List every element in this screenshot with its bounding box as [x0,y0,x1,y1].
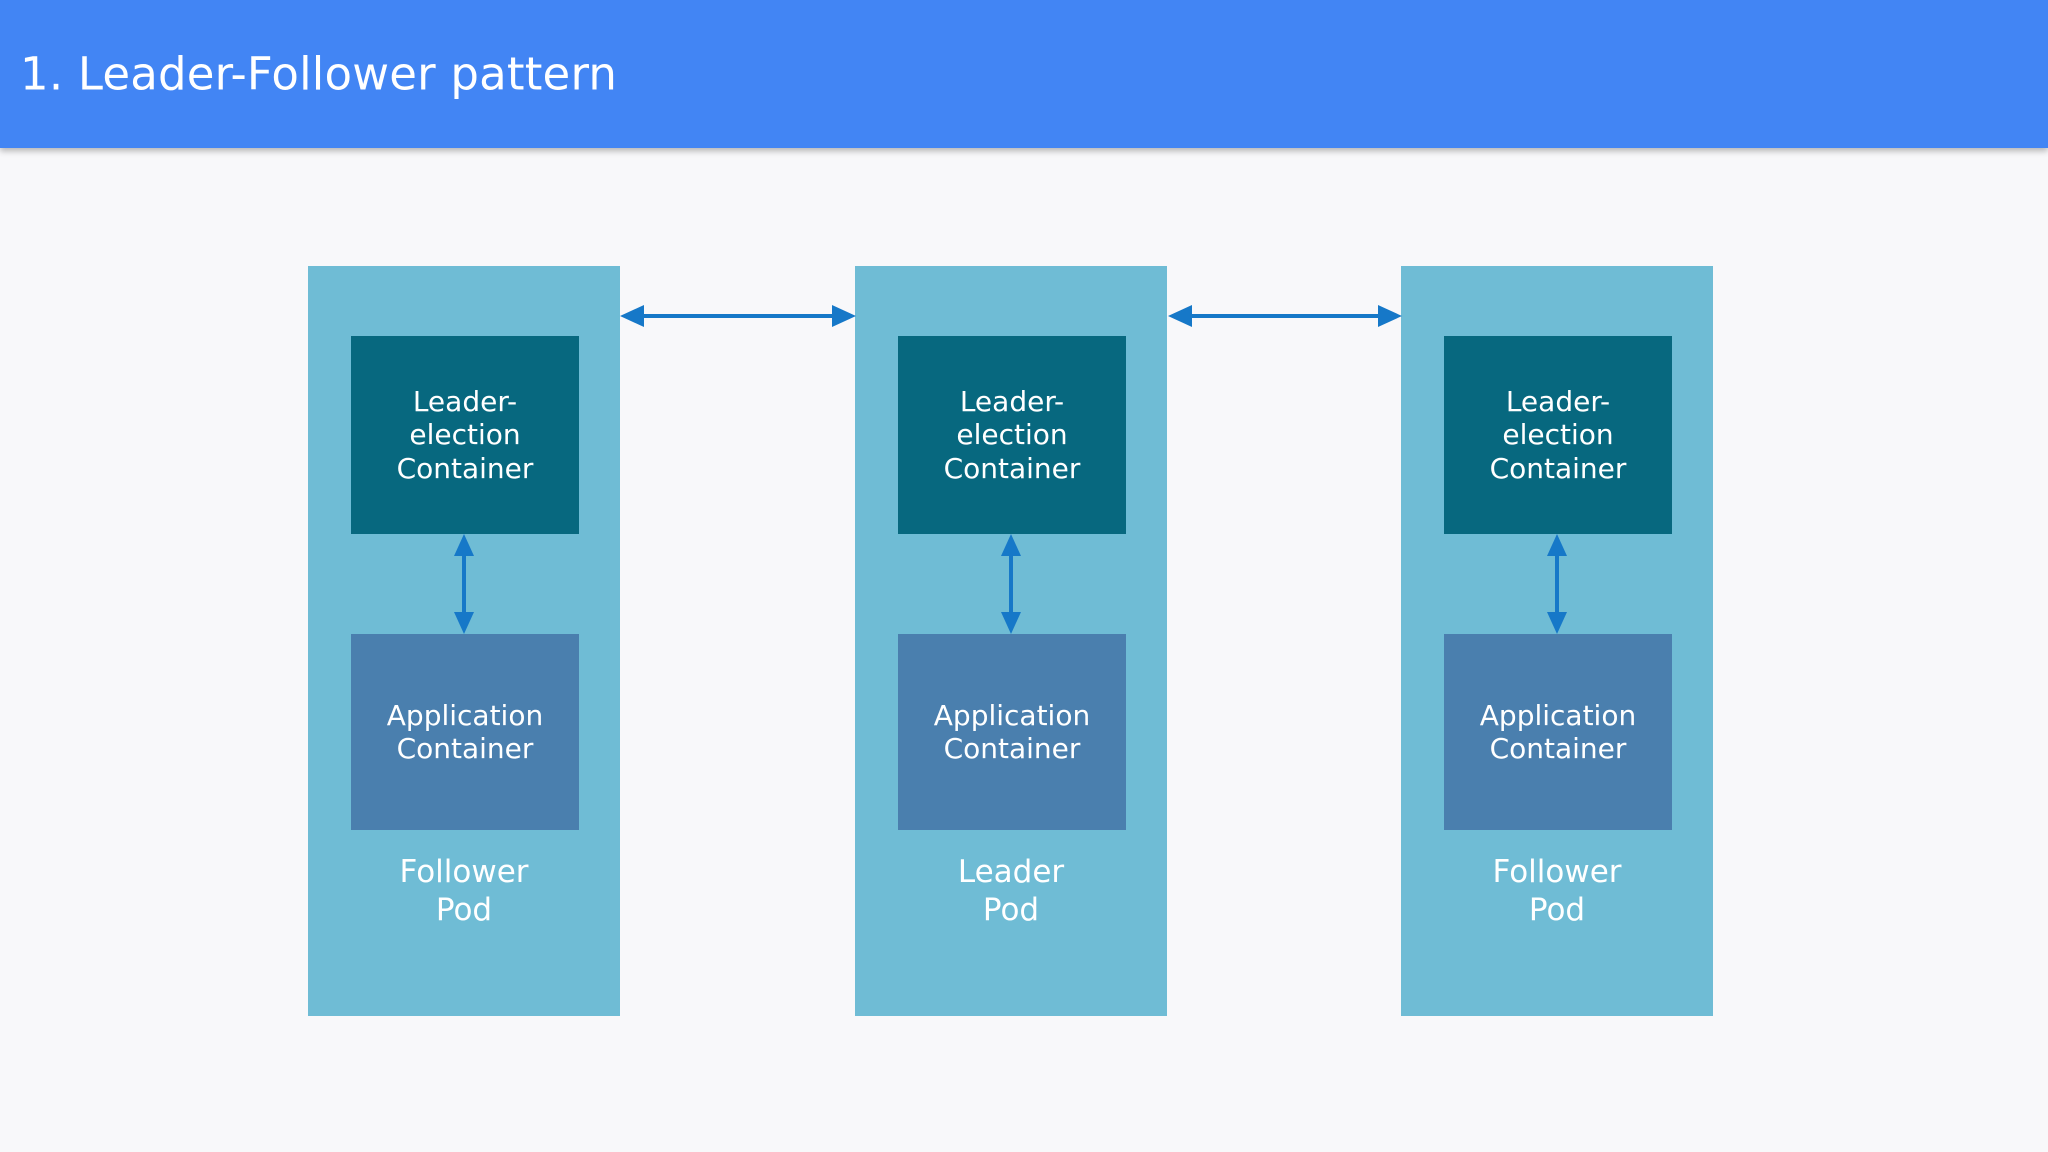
application-container-box[interactable]: Application Container [898,634,1126,830]
application-container-label: Application Container [928,699,1096,765]
pod-role-label: Follower Pod [308,854,620,930]
header-banner: 1. Leader-Follower pattern [0,0,2048,148]
pod-role-label: Leader Pod [855,854,1167,930]
leader-election-line-2: election [956,418,1068,452]
pod-role-line-2: Pod [435,891,493,928]
vertical-double-arrow-icon [1542,532,1572,636]
leader-election-line-2: election [1502,418,1614,452]
leader-election-container-label: Leader- election Container [938,385,1087,484]
application-line-2: Container [943,732,1081,765]
pod-role-label: Follower Pod [1401,854,1713,930]
leader-election-container-box[interactable]: Leader- election Container [898,336,1126,534]
leader-election-container-label: Leader- election Container [1484,385,1633,484]
leader-election-line-2: election [409,418,521,452]
pod-leader-center[interactable]: Leader- election Container Application C… [855,266,1167,1016]
leader-election-container-box[interactable]: Leader- election Container [351,336,579,534]
pod-role-line-2: Pod [982,891,1040,928]
application-line-1: Application [386,698,544,732]
pod-follower-right[interactable]: Leader- election Container Application C… [1401,266,1713,1016]
application-container-box[interactable]: Application Container [1444,634,1672,830]
page-title: 1. Leader-Follower pattern [20,47,618,101]
application-line-2: Container [396,732,534,765]
application-container-box[interactable]: Application Container [351,634,579,830]
pod-role-line-1: Follower [399,854,529,890]
leader-election-container-box[interactable]: Leader- election Container [1444,336,1672,534]
vertical-double-arrow-icon [996,532,1026,636]
vertical-double-arrow-icon [449,532,479,636]
pod-role-line-2: Pod [1528,891,1586,928]
leader-election-line-3: Container [943,451,1081,485]
leader-election-line-1: Leader- [959,385,1065,419]
application-line-2: Container [1489,732,1627,765]
pod-role-line-1: Leader [957,854,1065,890]
pod-role-line-1: Follower [1492,854,1622,890]
diagram-canvas: Leader- election Container Application C… [0,148,2048,1152]
leader-election-line-1: Leader- [1505,385,1611,419]
horizontal-double-arrow-icon [1166,296,1404,336]
application-line-1: Application [933,698,1091,732]
pod-follower-left[interactable]: Leader- election Container Application C… [308,266,620,1016]
leader-election-line-3: Container [396,451,534,485]
horizontal-double-arrow-icon [618,296,858,336]
application-container-label: Application Container [381,699,549,765]
leader-election-container-label: Leader- election Container [391,385,540,484]
leader-election-line-3: Container [1489,451,1627,485]
leader-election-line-1: Leader- [412,385,518,419]
application-line-1: Application [1479,698,1637,732]
application-container-label: Application Container [1474,699,1642,765]
